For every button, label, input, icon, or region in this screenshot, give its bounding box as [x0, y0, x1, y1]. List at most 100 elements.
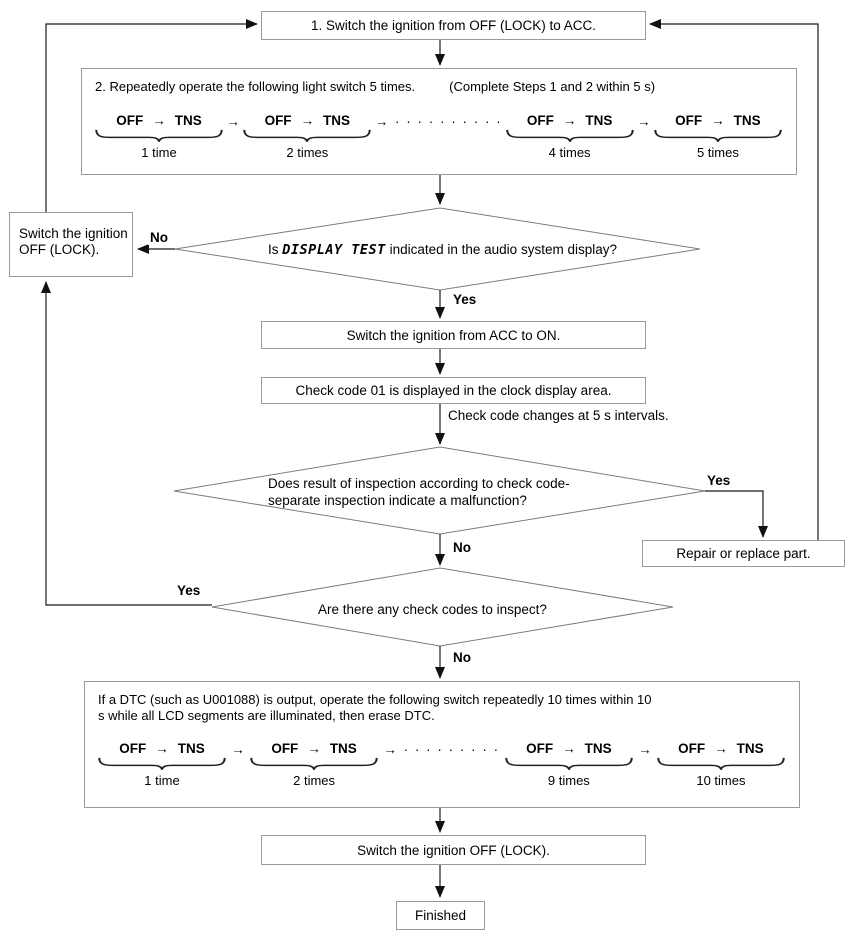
off-label: OFF: [526, 113, 554, 128]
ellipsis-dots: → · · · · · · · · ·: [383, 742, 499, 757]
connector-repair-to-step1: [649, 19, 819, 540]
decision2-text: Does result of inspection according to c…: [268, 476, 570, 509]
count-label: 4 times: [548, 145, 591, 160]
offlock-line2: OFF (LOCK).: [19, 242, 100, 257]
underbrace: [98, 757, 226, 770]
tns-label: TNS: [177, 741, 205, 756]
arrow-glyph: →: [714, 741, 728, 756]
repair-text: Repair or replace part.: [676, 546, 811, 561]
tns-label: TNS: [733, 113, 761, 128]
dots: · · · · · · · · ·: [403, 742, 500, 757]
step2-switch-sequence: OFF → TNS 1 time → OFF → TNS 2 times → · · ·…: [95, 113, 782, 160]
switch-group-text: OFF→TNS: [526, 741, 612, 756]
connector-decision3-yes-to-offlock: [41, 281, 212, 606]
off-label: OFF: [675, 113, 703, 128]
offlock-final-box: Switch the ignition OFF (LOCK).: [261, 835, 646, 865]
count-label: 2 times: [293, 773, 336, 788]
switch-group-4: OFF→TNS 10 times: [657, 741, 785, 788]
decision1-lcd-text: DISPLAY TEST: [282, 242, 386, 258]
step1-box: 1. Switch the ignition from OFF (LOCK) t…: [261, 11, 646, 40]
check-code-annotation: Check code changes at 5 s intervals.: [448, 408, 669, 423]
dtc-erase-box: If a DTC (such as U001088) is output, op…: [84, 681, 800, 808]
switch-group-3: OFF→TNS 9 times: [505, 741, 633, 788]
off-label: OFF: [116, 113, 144, 128]
decision3-text: Are there any check codes to inspect?: [318, 602, 547, 617]
decision2-no-label: No: [451, 540, 473, 555]
switch-group-1: OFF → TNS 1 time: [95, 113, 223, 160]
arrow-glyph: →: [155, 741, 169, 756]
switch-group-text: OFF → TNS: [675, 113, 761, 128]
connector-decision2-yes-to-repair: [705, 490, 768, 538]
decision3-no-label: No: [451, 650, 473, 665]
check-code-box: Check code 01 is displayed in the clock …: [261, 377, 646, 404]
arrow-glyph: →: [307, 741, 321, 756]
dtc-line2: s while all LCD segments are illuminated…: [98, 708, 435, 723]
switch-group-2: OFF→TNS 2 times: [243, 113, 372, 160]
arrow-glyph: →: [300, 113, 315, 128]
dtc-line1: If a DTC (such as U001088) is output, op…: [98, 692, 652, 707]
tns-label: TNS: [174, 113, 202, 128]
dtc-switch-sequence: OFF→TNS 1 time → OFF→TNS 2 times → · · ·…: [98, 741, 785, 788]
switch-group-text: OFF → TNS: [116, 113, 202, 128]
count-label: 9 times: [547, 773, 590, 788]
arrow-glyph: →: [374, 114, 390, 129]
off-label: OFF: [678, 741, 706, 756]
switch-group-text: OFF→TNS: [678, 741, 764, 756]
decision1-no-label: No: [148, 230, 170, 245]
finished-box: Finished: [396, 901, 485, 930]
tns-label: TNS: [329, 741, 357, 756]
step2-heading: 2. Repeatedly operate the following ligh…: [95, 79, 782, 94]
repair-box: Repair or replace part.: [642, 540, 845, 567]
decision3-yes-label: Yes: [175, 583, 203, 598]
arrow-glyph: →: [231, 742, 245, 757]
dots: · · · · · · · · · ·: [394, 114, 503, 129]
finished-text: Finished: [414, 908, 467, 923]
decision1-prefix: Is: [268, 242, 279, 257]
tns-label: TNS: [323, 113, 351, 128]
switch-group-text: OFF→TNS: [119, 741, 205, 756]
switch-group-1: OFF→TNS 1 time: [98, 741, 226, 788]
count-label: 10 times: [696, 773, 746, 788]
underbrace: [505, 129, 634, 142]
decision2-yes-label: Yes: [705, 473, 733, 488]
underbrace: [654, 129, 782, 142]
arrow-glyph: →: [152, 113, 166, 128]
count-label: 5 times: [696, 145, 739, 160]
underbrace: [505, 757, 633, 770]
underbrace: [657, 757, 785, 770]
count-label: 1 time: [141, 145, 177, 160]
switch-group-3: OFF→TNS 4 times: [505, 113, 634, 160]
underbrace: [95, 129, 223, 142]
arrow-glyph: →: [383, 742, 399, 757]
tns-label: TNS: [585, 113, 613, 128]
connector-offlock-to-step1: [45, 19, 258, 212]
switch-group-text: OFF → TNS: [271, 741, 357, 756]
offlock-box: Switch the ignition OFF (LOCK).: [9, 212, 133, 277]
switch-group-4: OFF → TNS 5 times: [654, 113, 782, 160]
check-code-text: Check code 01 is displayed in the clock …: [295, 383, 612, 398]
arrow-glyph: →: [637, 114, 651, 129]
switch-group-text: OFF→TNS: [527, 113, 613, 128]
off-label: OFF: [271, 741, 299, 756]
decision1-suffix: indicated in the audio system display?: [389, 242, 617, 257]
step2-title: 2. Repeatedly operate the following ligh…: [95, 79, 416, 94]
off-label: OFF: [526, 741, 554, 756]
count-label: 2 times: [286, 145, 329, 160]
offlock-line1: Switch the ignition: [19, 226, 128, 241]
arrow-glyph: →: [226, 114, 240, 129]
acc-on-box: Switch the ignition from ACC to ON.: [261, 321, 646, 349]
offlock-final-text: Switch the ignition OFF (LOCK).: [357, 842, 550, 858]
step1-text: 1. Switch the ignition from OFF (LOCK) t…: [310, 18, 597, 33]
decision2-line2: separate inspection indicate a malfuncti…: [268, 492, 527, 508]
step2-note: (Complete Steps 1 and 2 within 5 s): [449, 79, 656, 94]
decision1-yes-label: Yes: [451, 292, 479, 307]
tns-label: TNS: [584, 741, 612, 756]
step2-box: 2. Repeatedly operate the following ligh…: [81, 68, 797, 175]
arrow-glyph: →: [711, 113, 725, 128]
switch-group-text: OFF→TNS: [265, 113, 351, 128]
underbrace: [243, 129, 372, 142]
arrow-glyph: →: [638, 742, 652, 757]
underbrace: [250, 757, 378, 770]
